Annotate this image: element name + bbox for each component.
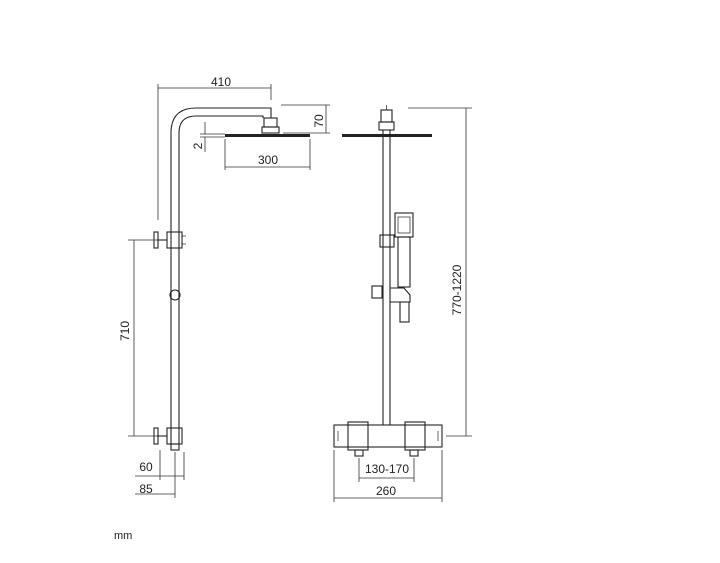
side-head-connector — [263, 117, 278, 128]
side-valve-body — [166, 427, 183, 445]
front-inlet-right — [409, 449, 419, 457]
side-view-dimensions: 410 70 2 300 710 60 85 — [118, 75, 330, 498]
front-hand-shower-face — [397, 216, 411, 234]
units-label: mm — [114, 530, 132, 542]
front-top-connector-lower — [378, 121, 395, 131]
side-shower-head — [225, 134, 310, 137]
dim-inlet-centres: 130-170 — [365, 462, 409, 476]
dim-wall-offset-max: 85 — [139, 482, 153, 496]
front-valve-body — [333, 424, 443, 448]
front-shower-head — [342, 134, 432, 137]
dim-total-height: 770-1220 — [450, 264, 464, 315]
dim-head-thickness: 2 — [191, 142, 205, 149]
front-hand-shower-hose — [399, 301, 410, 323]
side-upper-bracket — [166, 231, 183, 249]
front-hand-shower-handle — [397, 236, 411, 288]
front-view — [333, 105, 443, 457]
side-slider-knob — [169, 289, 181, 301]
front-hand-shower-holder — [371, 285, 383, 299]
front-valve-right-knob — [404, 421, 426, 451]
side-head-connector-lower — [261, 126, 280, 134]
side-view — [153, 107, 310, 451]
dim-head-width: 300 — [258, 153, 278, 167]
side-riser-arm — [170, 107, 272, 445]
dim-head-drop: 70 — [312, 114, 326, 128]
dim-valve-width: 260 — [376, 484, 396, 498]
front-top-connector — [380, 109, 393, 123]
dim-arm-reach: 410 — [211, 75, 231, 89]
dim-wall-offset-min: 60 — [139, 460, 153, 474]
dim-bracket-spacing: 710 — [118, 321, 132, 341]
side-riser-arm-inner — [178, 115, 264, 445]
front-slider-clamp — [379, 234, 395, 248]
front-inlet-left — [354, 449, 364, 457]
front-holder-bracket — [390, 287, 411, 303]
front-valve-left-knob — [347, 421, 369, 451]
front-view-dimensions: 770-1220 130-170 260 — [333, 107, 472, 502]
side-valve-outlet — [170, 443, 180, 451]
